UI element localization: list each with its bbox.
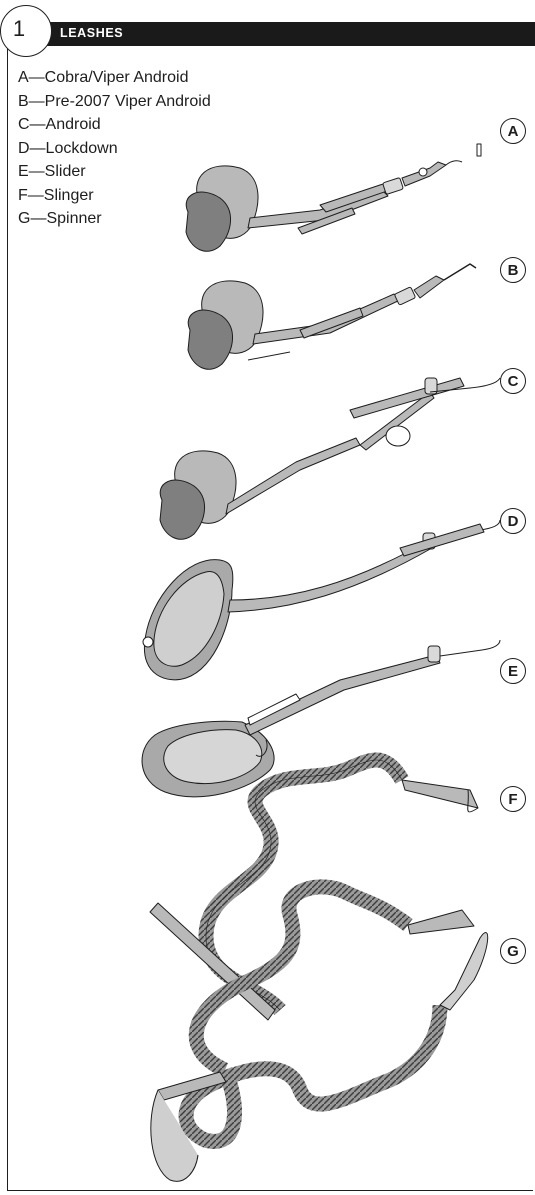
lockdown-leash-icon (143, 520, 500, 680)
pre-2007-viper-android-leash-icon (188, 264, 476, 369)
cobra-viper-android-leash-icon (186, 144, 481, 251)
android-leash-icon (160, 378, 500, 539)
